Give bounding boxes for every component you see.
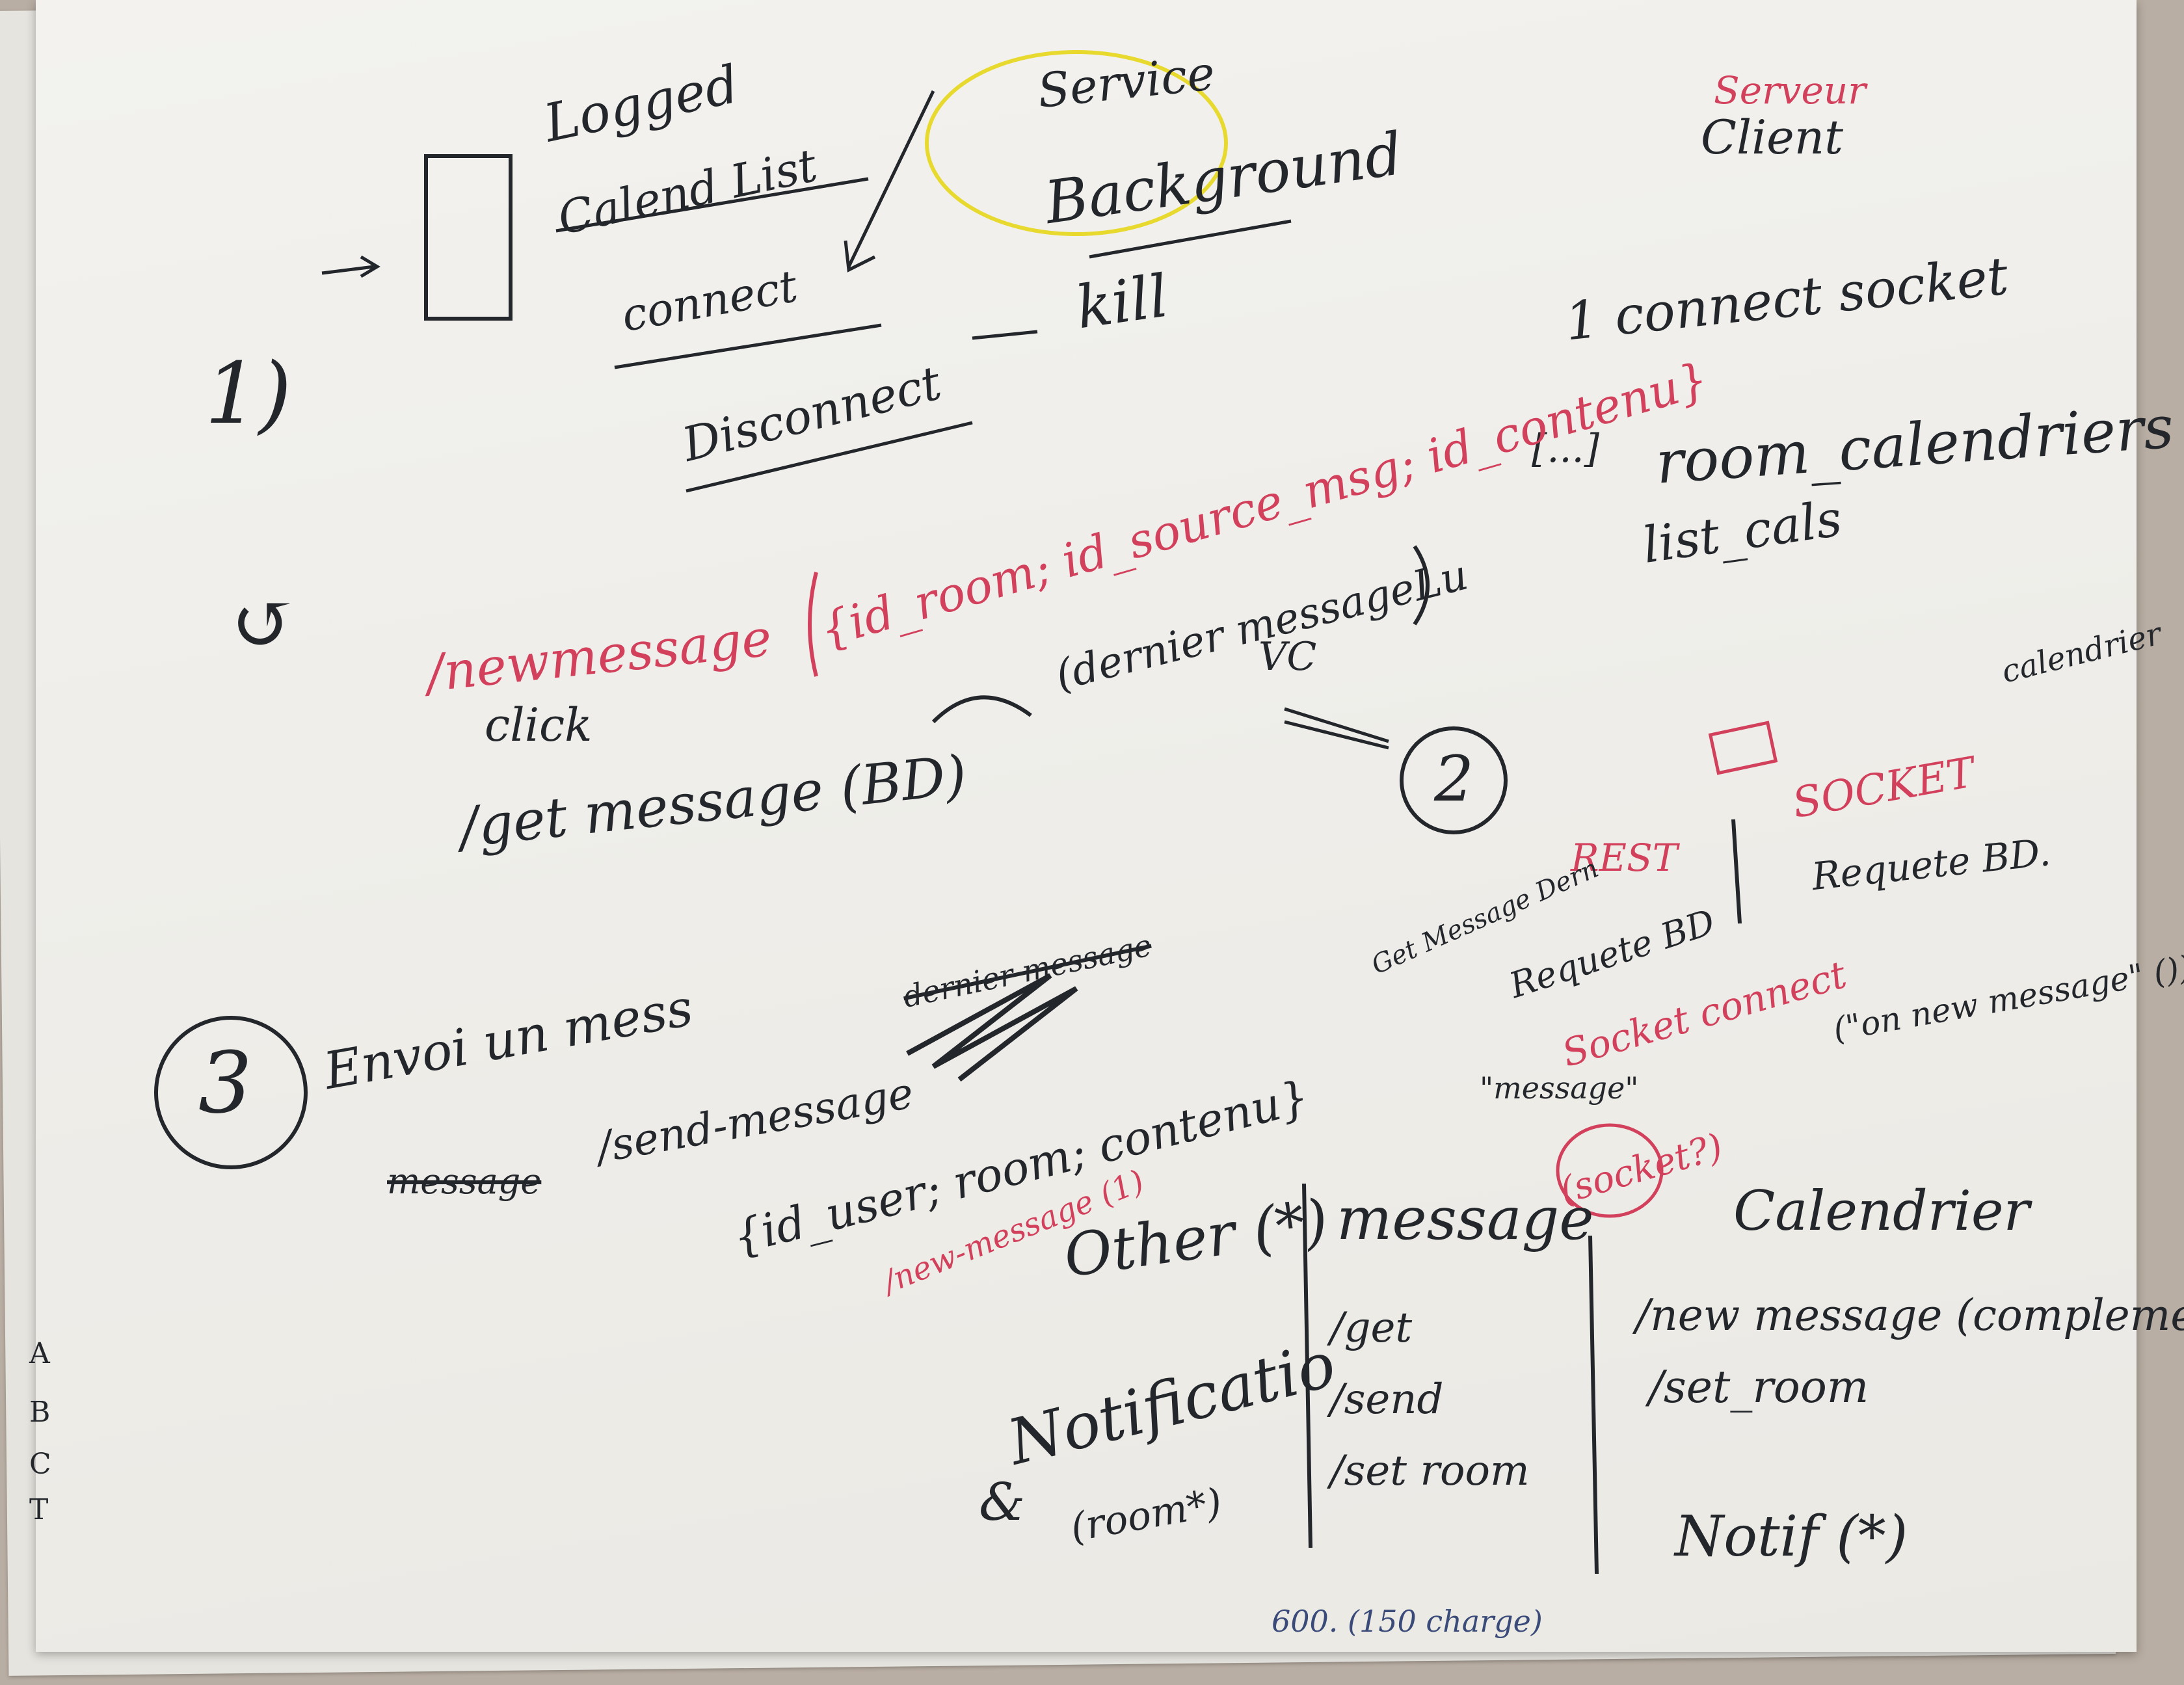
rest-text: REST xyxy=(1571,836,1678,880)
double-arrow-bottom xyxy=(1284,720,1389,750)
curve-arrow xyxy=(931,695,1032,724)
highlight-circle xyxy=(925,50,1228,236)
section-3-label: 3 xyxy=(198,1033,252,1132)
brackets-text: [...] xyxy=(1532,426,1600,471)
rest-socket-divider xyxy=(1731,819,1742,924)
payload-brace xyxy=(808,572,818,677)
vc-text: VC xyxy=(1258,634,1317,680)
message-word-text: message xyxy=(1337,1185,1594,1253)
red-scribble xyxy=(1556,1123,1664,1218)
notif-text: Notif (*) xyxy=(1675,1504,1908,1569)
circle-2 xyxy=(1400,726,1508,834)
dernier-paren xyxy=(1413,545,1430,626)
underline-disconnect xyxy=(686,421,973,493)
kill-text: kill xyxy=(1072,261,1173,343)
server-text: Serveur xyxy=(1714,68,1866,113)
message-crossed-text: message xyxy=(387,1161,542,1202)
margin-letter-t: T xyxy=(29,1493,49,1526)
get-text: /get xyxy=(1330,1304,1413,1352)
refresh-icon: ↺ xyxy=(231,579,297,669)
service-to-connect-arrow xyxy=(847,90,935,268)
margin-letter-b: B xyxy=(29,1396,51,1429)
set-room-text: /set room xyxy=(1330,1447,1530,1495)
client-text: Client xyxy=(1701,110,1844,165)
click-text: click xyxy=(485,698,593,752)
underline-calend xyxy=(555,177,869,233)
underline-background xyxy=(1089,219,1292,259)
send-text: /send xyxy=(1330,1375,1444,1424)
margin-letter-a: A xyxy=(29,1337,50,1370)
set-room2-text: /set_room xyxy=(1649,1362,1869,1413)
circle-3 xyxy=(154,1016,308,1169)
ampersand-text: & xyxy=(979,1472,1026,1532)
calendrier-column-line xyxy=(1588,1235,1599,1574)
message-column-line xyxy=(1302,1183,1312,1548)
double-arrow-top xyxy=(1284,707,1389,743)
arrowhead-phone xyxy=(360,255,380,278)
flag-box xyxy=(1708,721,1778,775)
message-quoted-text: "message" xyxy=(1480,1070,1639,1106)
underline-connect xyxy=(614,323,882,369)
arrow-to-phone xyxy=(321,265,375,275)
section-1-label: 1) xyxy=(205,344,292,443)
bottom-figures-text: 600. (150 charge) xyxy=(1272,1604,1543,1639)
calendrier-word-text: Calendrier xyxy=(1733,1179,2030,1243)
section-2-label: 2 xyxy=(1434,743,1474,816)
paper-sheet: 1) Logged Calend List connect Disconnect… xyxy=(36,0,2184,1652)
disconnect-to-kill-arrow xyxy=(972,330,1038,340)
scribble xyxy=(906,973,1078,1082)
service-arrowhead xyxy=(844,240,876,272)
phone-box xyxy=(424,154,513,321)
margin-letter-c: C xyxy=(29,1448,51,1481)
ink-strokes xyxy=(154,50,1778,1574)
new-message-compl-text: /new message (complement) xyxy=(1636,1290,2184,1340)
